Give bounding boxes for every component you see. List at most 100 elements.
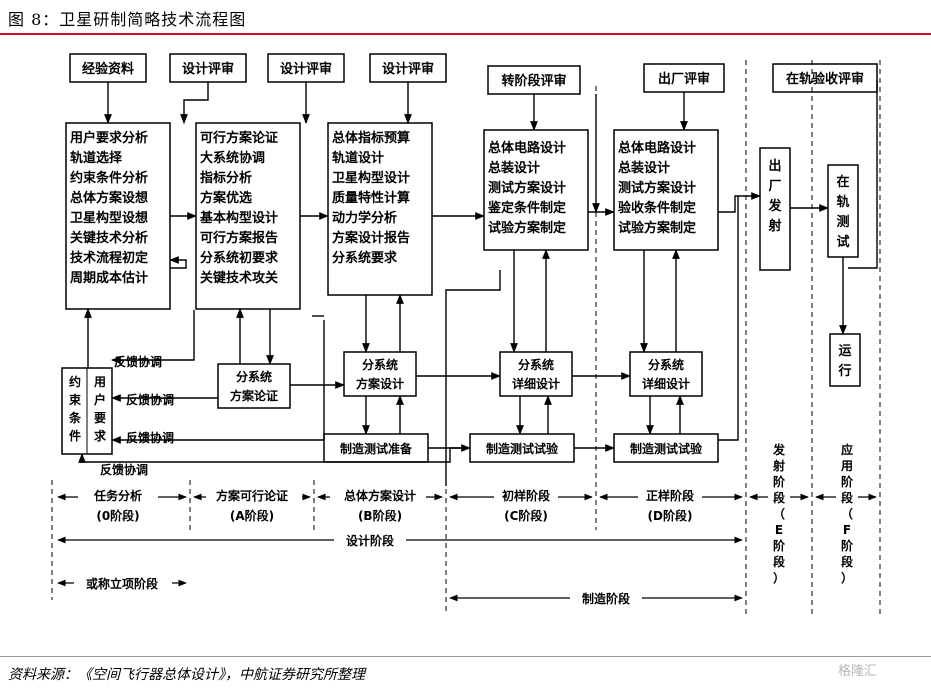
svg-text:指标分析: 指标分析 [200,170,252,186]
svg-text:方案论证: 方案论证 [230,388,278,403]
svg-text:在轨验收评审: 在轨验收评审 [786,71,864,87]
svg-text:设计评审: 设计评审 [382,61,434,77]
manufacture-c: 制造测试试验 [469,433,575,463]
stageC-label: 初样阶段 [502,488,551,503]
manufacture-d: 制造测试试验 [613,433,719,463]
subsystem-a-demo: 分系统 方案论证 [217,363,291,409]
svg-text:设计评审: 设计评审 [182,61,234,77]
svg-text:用户要求分析: 用户要求分析 [69,130,148,146]
review-design-2: 设计评审 [267,53,345,83]
svg-text:出厂发射: 出厂发射 [767,158,782,234]
feedback-label: 反馈协调 [126,430,174,445]
svg-text:验收条件制定: 验收条件制定 [618,200,696,216]
svg-text:鉴定条件制定: 鉴定条件制定 [487,200,566,216]
stageC-box: 总体电路设计 总装设计 测试方案设计 鉴定条件制定 试验方案制定 [483,129,589,251]
orbit-test-box: 在轨测试 [827,164,859,258]
svg-text:约束条件: 约束条件 [68,374,82,443]
header-rule [0,33,931,35]
constraint-box: 约束条件 用户要求 [61,367,113,455]
feedback-label: 反馈协调 [126,392,174,407]
review-factory-exit: 出厂评审 [643,63,725,93]
stage-dividers [51,60,881,615]
stage0-label: 任务分析 [93,488,142,503]
svg-text:制造测试准备: 制造测试准备 [340,441,413,456]
svg-text:动力学分析: 动力学分析 [332,210,397,226]
svg-text:测试方案设计: 测试方案设计 [618,180,696,196]
stageA-box: 可行方案论证 大系统协调 指标分析 方案优选 基本构型设计 可行方案报告 分系统… [195,122,301,310]
svg-text:经验资料: 经验资料 [82,61,134,77]
design-span-label: 设计阶段 [346,533,395,548]
connectors [78,80,878,486]
svg-text:轨道设计: 轨道设计 [332,150,384,166]
stage0-box: 用户要求分析 轨道选择 约束条件分析 总体方案设想 卫星构型设想 关键技术分析 … [65,122,171,310]
svg-text:用户要求: 用户要求 [93,375,107,443]
svg-text:设计评审: 设计评审 [280,61,332,77]
svg-text:总体电路设计: 总体电路设计 [618,140,696,156]
review-design-1: 设计评审 [169,53,247,83]
svg-text:关键技术攻关: 关键技术攻关 [200,270,278,286]
svg-text:制造测试试验: 制造测试试验 [630,441,703,456]
svg-text:技术流程初定: 技术流程初定 [70,250,148,266]
stageB-box: 总体指标预算 轨道设计 卫星构型设计 质量特性计算 动力学分析 方案设计报告 分… [327,122,433,296]
svg-text:试验方案制定: 试验方案制定 [618,220,696,236]
svg-text:轨道选择: 轨道选择 [70,150,123,166]
svg-text:详细设计: 详细设计 [642,376,690,391]
svg-text:质量特性计算: 质量特性计算 [332,190,410,206]
svg-text:试验方案制定: 试验方案制定 [488,220,566,236]
stageD-box: 总体电路设计 总装设计 测试方案设计 验收条件制定 试验方案制定 [613,129,719,251]
stage0-sub: (0阶段) [96,508,139,523]
stageB-label: 总体方案设计 [344,488,416,503]
subsystem-c-design: 分系统 详细设计 [499,351,573,397]
operation-box: 运行 [829,333,861,387]
stageB-sub: (B阶段) [358,508,402,523]
footer-rule [0,656,931,657]
svg-text:大系统协调: 大系统协调 [200,150,265,166]
svg-text:卫星构型设计: 卫星构型设计 [332,170,410,186]
svg-text:在轨测试: 在轨测试 [836,174,849,250]
review-design-3: 设计评审 [369,53,447,83]
flow-diagram: 经验资料 设计评审 设计评审 设计评审 转阶段评审 出厂评审 在轨验收评审 用户… [51,53,881,615]
source-note: 资料来源：《空间飞行器总体设计》，中航证券研究所整理 [8,667,365,683]
svg-text:分系统初要求: 分系统初要求 [200,250,279,266]
svg-text:总装设计: 总装设计 [488,160,540,176]
manufacturing-span-label: 制造阶段 [582,591,631,606]
svg-text:基本构型设计: 基本构型设计 [199,210,278,226]
svg-text:卫星构型设想: 卫星构型设想 [70,210,148,226]
stageD-label: 正样阶段 [646,488,695,503]
svg-text:运行: 运行 [837,344,851,379]
svg-text:方案优选: 方案优选 [200,190,252,206]
feedback-label: 反馈协调 [100,462,148,477]
svg-text:分系统: 分系统 [362,357,398,372]
svg-text:分系统: 分系统 [648,357,684,372]
svg-text:约束条件分析: 约束条件分析 [70,170,148,186]
svg-text:总装设计: 总装设计 [618,160,670,176]
subsystem-b-design: 分系统 方案设计 [343,351,417,397]
svg-text:周期成本估计: 周期成本估计 [70,270,148,286]
svg-text:分系统: 分系统 [236,369,272,384]
review-in-orbit: 在轨验收评审 [772,63,878,93]
review-experience: 经验资料 [69,53,147,83]
subsystem-d-design: 分系统 详细设计 [629,351,703,397]
svg-text:转阶段评审: 转阶段评审 [501,73,566,89]
stageC-sub: (C阶段) [504,508,548,523]
launch-box: 出厂发射 [759,147,791,271]
project-span-label: 或称立项阶段 [86,576,159,591]
svg-text:方案设计报告: 方案设计报告 [332,230,410,246]
feedback-label: 反馈协调 [114,354,162,369]
svg-text:总体指标预算: 总体指标预算 [332,130,410,146]
manufacture-b: 制造测试准备 [323,433,429,463]
svg-text:详细设计: 详细设计 [512,376,560,391]
svg-text:可行方案论证: 可行方案论证 [200,130,278,146]
svg-text:总体方案设想: 总体方案设想 [70,190,148,206]
stageA-label: 方案可行论证 [216,488,288,503]
svg-text:总体电路设计: 总体电路设计 [488,140,566,156]
svg-text:方案设计: 方案设计 [356,376,404,391]
stageD-sub: (D阶段) [648,508,693,523]
svg-text:关键技术分析: 关键技术分析 [70,230,148,246]
svg-text:制造测试试验: 制造测试试验 [486,441,559,456]
review-stage-transition: 转阶段评审 [487,65,581,95]
figure-title: 图 8：卫星研制简略技术流程图 [8,10,247,29]
stageA-sub: (A阶段) [230,508,274,523]
